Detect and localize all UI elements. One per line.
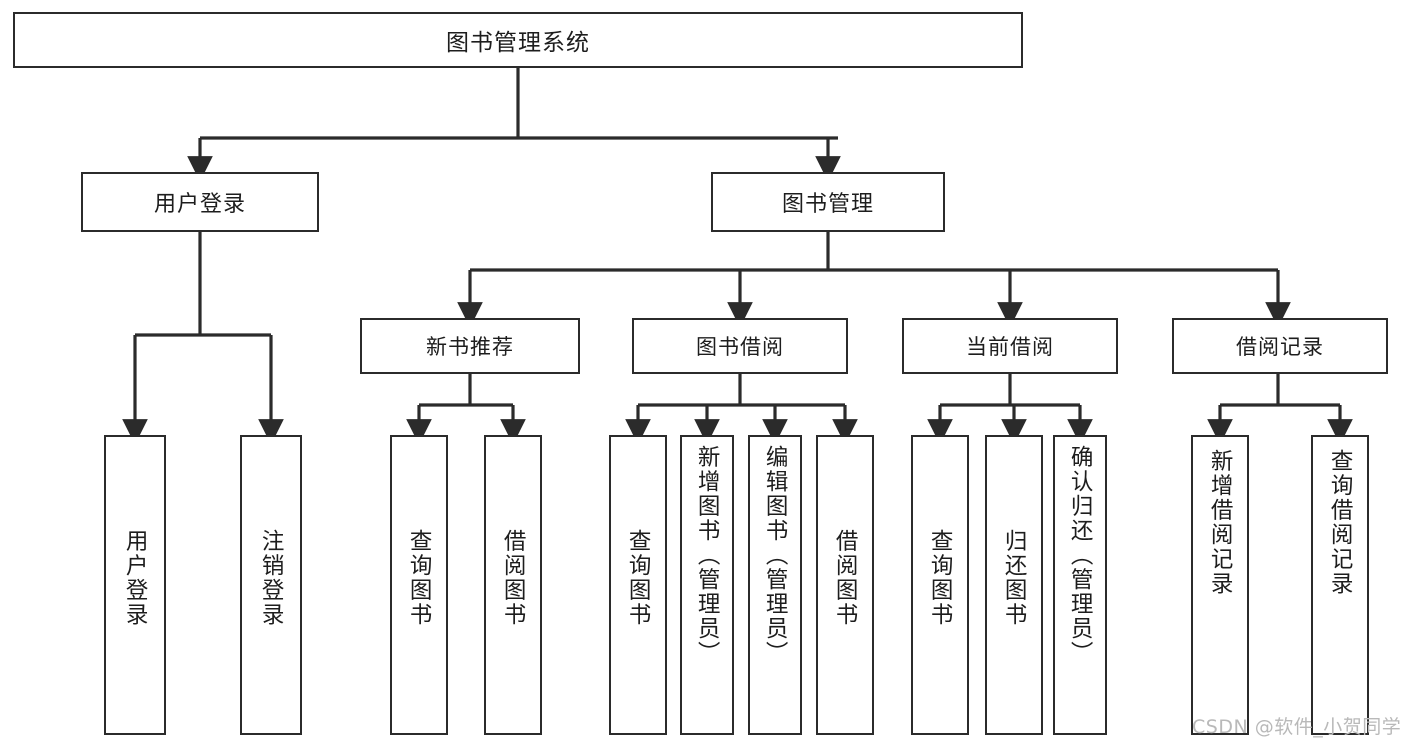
leaf-label: 新增图书（管理员）: [694, 445, 721, 666]
leaf-confirm-return-admin[interactable]: 确认归还（管理员）: [1053, 435, 1107, 735]
leaf-edit-book-admin[interactable]: 编辑图书（管理员）: [748, 435, 802, 735]
csdn-watermark: CSDN @软件_小贺同学: [1192, 716, 1402, 738]
leaf-label: 用户登录: [122, 529, 149, 627]
leaf-query-book-current[interactable]: 查询图书: [911, 435, 969, 735]
leaf-borrow-book[interactable]: 借阅图书: [816, 435, 874, 735]
node-book-borrow[interactable]: 图书借阅: [632, 318, 848, 374]
leaf-label: 查询借阅记录: [1327, 449, 1354, 596]
leaf-return-book[interactable]: 归还图书: [985, 435, 1043, 735]
node-current-borrow[interactable]: 当前借阅: [902, 318, 1118, 374]
leaf-logout[interactable]: 注销登录: [240, 435, 302, 735]
leaf-label: 确认归还（管理员）: [1067, 445, 1094, 666]
leaf-query-borrow-record[interactable]: 查询借阅记录: [1311, 435, 1369, 735]
node-book-management[interactable]: 图书管理: [711, 172, 945, 232]
leaf-borrow-book-new[interactable]: 借阅图书: [484, 435, 542, 735]
leaf-label: 查询图书: [927, 529, 954, 627]
node-user-login[interactable]: 用户登录: [81, 172, 319, 232]
leaf-add-book-admin[interactable]: 新增图书（管理员）: [680, 435, 734, 735]
leaf-label: 新增借阅记录: [1207, 449, 1234, 596]
node-root[interactable]: 图书管理系统: [13, 12, 1023, 68]
leaf-label: 归还图书: [1001, 529, 1028, 627]
leaf-label: 借阅图书: [500, 529, 527, 627]
leaf-user-login[interactable]: 用户登录: [104, 435, 166, 735]
leaf-query-book-borrow[interactable]: 查询图书: [609, 435, 667, 735]
leaf-label: 注销登录: [258, 529, 285, 627]
leaf-label: 编辑图书（管理员）: [762, 445, 789, 666]
leaf-label: 查询图书: [406, 529, 433, 627]
leaf-add-borrow-record[interactable]: 新增借阅记录: [1191, 435, 1249, 735]
leaf-query-book-new[interactable]: 查询图书: [390, 435, 448, 735]
node-new-book-recommend[interactable]: 新书推荐: [360, 318, 580, 374]
node-borrow-records[interactable]: 借阅记录: [1172, 318, 1388, 374]
leaf-label: 借阅图书: [832, 529, 859, 627]
leaf-label: 查询图书: [625, 529, 652, 627]
